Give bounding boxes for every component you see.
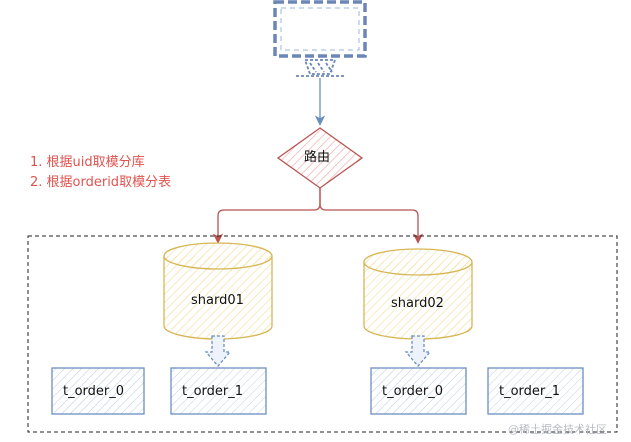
shard01-table-0-box <box>51 367 145 415</box>
shard01-to-table-arrow <box>204 335 232 367</box>
database-cluster-container <box>27 235 618 433</box>
router-to-shard02-arrow <box>319 188 424 244</box>
shard01-database-icon <box>163 242 273 340</box>
shard02-label: shard02 <box>391 296 444 311</box>
shard02-table-1-label: t_order_1 <box>499 384 561 399</box>
shard01-table-0-label: t_order_0 <box>63 384 125 399</box>
sharding-rule-note-2: 2. 根据orderid取模分表 <box>30 175 172 190</box>
shard02-database-icon <box>363 248 473 340</box>
shard01-label: shard01 <box>191 293 244 308</box>
shard01-table-1-label: t_order_1 <box>182 384 244 399</box>
sharding-rule-note-1: 1. 根据uid取模分库 <box>30 155 145 170</box>
shard02-table-0-label: t_order_0 <box>382 384 444 399</box>
client-stand-icon <box>296 59 344 77</box>
client-box <box>273 0 367 58</box>
watermark: @稀土掘金技术社区 <box>508 423 607 436</box>
shard02-to-table-arrow <box>404 335 432 367</box>
shard02-table-1-box <box>487 367 584 415</box>
shard01-table-1-box <box>170 367 267 415</box>
shard02-table-0-box <box>370 367 467 415</box>
router-label: 路由 <box>304 150 331 165</box>
router-to-shard01-arrow <box>212 188 321 244</box>
